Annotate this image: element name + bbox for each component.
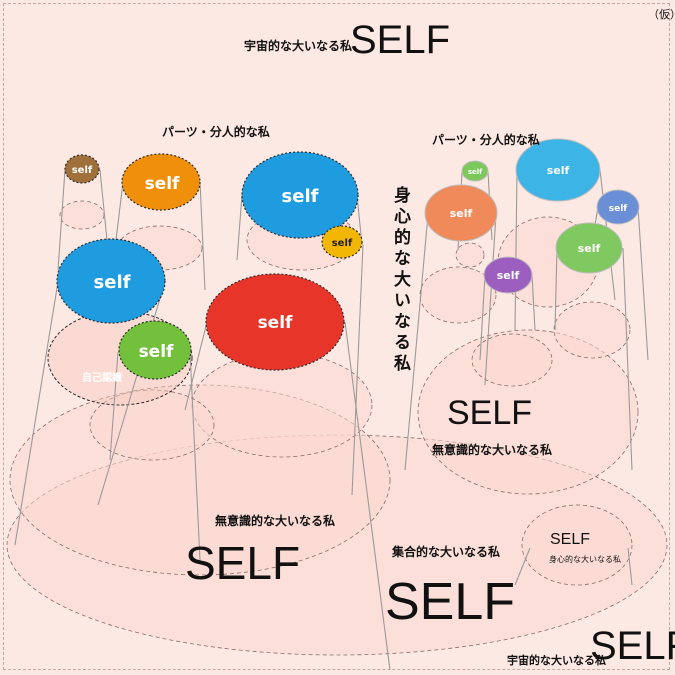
support-line (627, 547, 633, 586)
support-line (199, 181, 206, 291)
somatic-small-self: SELF (550, 531, 591, 548)
support-line (514, 547, 531, 586)
collective-caption: 集合的な大いなる私 (392, 545, 501, 559)
support-line (14, 281, 59, 546)
blue-self-bubble-large (241, 151, 359, 239)
somatic-small-caption: 身心的な大いなる私 (549, 555, 621, 564)
self-label: self (282, 186, 319, 207)
support-line (404, 214, 429, 471)
right-shadow-1 (471, 333, 553, 387)
bottom-cosmic-self: SELF (590, 624, 675, 668)
left-shadow-4 (59, 200, 105, 230)
support-line (189, 351, 201, 561)
somatic-vertical-label: 身心的な大いなる私 (390, 186, 410, 375)
somatic-small-ellipse (521, 504, 633, 586)
self-label: self (94, 272, 131, 293)
self-label: self (258, 313, 293, 333)
purple-self-bubble (483, 256, 533, 294)
right-shadow-2 (553, 301, 631, 359)
support-line (356, 194, 363, 246)
self-label: self (145, 174, 180, 194)
support-line (531, 274, 536, 331)
support-line (344, 321, 391, 671)
self-label: self (547, 164, 570, 177)
right-green-self-bubble (555, 222, 623, 274)
self-label: self (609, 204, 628, 214)
left-unconscious-caption: 無意識的な大いなる私 (215, 514, 336, 528)
self-label: self (332, 238, 353, 249)
bottom-cosmic-caption: 宇宙的な大いなる私 (507, 654, 606, 667)
support-line (351, 244, 364, 496)
sky-self-bubble (515, 138, 601, 202)
support-line (97, 281, 166, 506)
blue-self-bubble-left (56, 238, 166, 324)
right-unconscious-caption: 無意識的な大いなる私 (432, 443, 553, 457)
right-unconscious-ellipse (417, 329, 639, 495)
self-label: self (497, 269, 520, 282)
slate-blue-self-bubble (596, 189, 640, 225)
right-unconscious-self: SELF (447, 394, 533, 432)
support-line (554, 247, 558, 331)
orange-self-bubble (121, 153, 201, 211)
corner-mark: （仮） (648, 8, 675, 21)
right-shadow-5 (455, 242, 485, 268)
gold-self-bubble (321, 225, 363, 259)
brown-self-bubble (64, 154, 100, 184)
right-group-title: パーツ・分人的な私 (432, 133, 540, 147)
support-line (479, 274, 486, 361)
self-label: self (139, 342, 174, 362)
salmon-self-bubble (424, 184, 498, 242)
support-line (109, 351, 119, 461)
self-label: self (578, 242, 601, 255)
red-self-bubble (205, 273, 345, 371)
light-green-self-bubble-small (461, 160, 489, 182)
top-cosmic-self: SELF (350, 18, 451, 62)
support-line (637, 206, 649, 361)
left-group-title: パーツ・分人的な私 (162, 125, 270, 139)
support-line (484, 214, 497, 386)
top-cosmic-caption: 宇宙的な大いなる私 (244, 39, 353, 53)
support-line (236, 194, 243, 261)
support-line (57, 169, 66, 271)
left-shadow-2 (89, 389, 215, 461)
support-line (184, 321, 208, 411)
self-label: self (450, 207, 473, 220)
collective-self: SELF (385, 573, 516, 631)
left-unconscious-self: SELF (185, 537, 301, 589)
right-shadow-3 (419, 266, 497, 324)
self-awareness-label: 自己認識 (82, 373, 122, 384)
self-label: self (468, 168, 483, 176)
self-label: self (72, 165, 93, 176)
green-self-bubble (118, 320, 192, 380)
support-line (622, 247, 633, 471)
support-line (514, 169, 518, 331)
